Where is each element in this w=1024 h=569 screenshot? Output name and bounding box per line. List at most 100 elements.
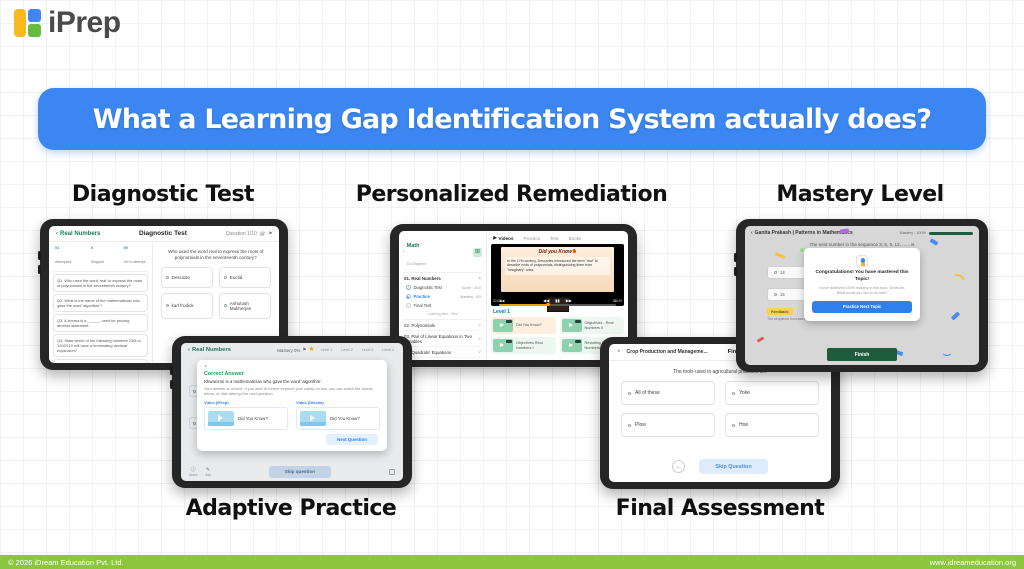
- question-list-item[interactable]: Q2. What is the name of the mathematicia…: [53, 294, 148, 312]
- tab-books[interactable]: Books: [569, 236, 582, 241]
- slide-text: In the 17th century, Descartes introduce…: [505, 257, 610, 275]
- option-label: Yoke: [739, 390, 750, 396]
- chapter-label: 02. Polynomials: [404, 322, 435, 328]
- previous-question-button[interactable]: ←: [672, 460, 686, 473]
- video-player[interactable]: Did you Know In the 17th century, Descar…: [491, 244, 624, 312]
- step-label: Diagnostic Test: [413, 285, 442, 290]
- grid-view-icon[interactable]: ⊞: [473, 247, 482, 257]
- tab-label: Practice: [523, 235, 541, 241]
- answer-option[interactable]: Hoe: [725, 413, 819, 437]
- radio-icon: [193, 389, 196, 393]
- practice-next-topic-button[interactable]: Practice Next Topic: [812, 300, 912, 313]
- option-label: All of these: [635, 390, 660, 396]
- tab-level-2[interactable]: Level 2: [341, 348, 353, 352]
- video-card[interactable]: Objectives Real Numbers I: [491, 337, 556, 354]
- banner: What a Learning Gap Identification Syste…: [38, 88, 986, 150]
- about-button[interactable]: ⓘ About: [189, 466, 197, 477]
- back-button[interactable]: ‹ Ganita Prakash | Patterns in Mathemati…: [751, 230, 853, 236]
- tab-level-3[interactable]: Level 3: [361, 348, 374, 352]
- answer-option[interactable]: karl frodick: [160, 292, 213, 319]
- question-list-item[interactable]: Q4. State which of the following numbers…: [53, 334, 148, 357]
- tab-level-1[interactable]: Level 1: [320, 348, 333, 352]
- mastery-tablet: ‹ Ganita Prakash | Patterns in Mathemati…: [734, 219, 988, 372]
- video-source-label: Video (Diksha): [296, 399, 324, 405]
- question-list-item[interactable]: Q5. Which of the following is a prime nu…: [53, 359, 148, 363]
- answer-option[interactable]: Euclid: [218, 266, 271, 288]
- chapter-item-open[interactable]: 01. Real Numbers ∧: [403, 273, 482, 283]
- pause-icon[interactable]: ▮▮: [555, 298, 560, 303]
- chevron-up-icon: ∧: [478, 276, 481, 280]
- diagnostic-header: ‹ Real Numbers Diagnostic Test Question …: [49, 226, 279, 242]
- filter-count: 01: [55, 246, 60, 250]
- back-button[interactable]: ‹ Real Numbers: [188, 347, 231, 353]
- answer-option[interactable]: All of these: [621, 381, 715, 405]
- duration-badge: [506, 340, 512, 343]
- tab-practice[interactable]: Practice: [524, 236, 541, 241]
- modal-title: Congratulations! You have mastered this …: [815, 270, 909, 282]
- video-card[interactable]: Did You Know?: [204, 406, 288, 430]
- video-card[interactable]: Objectives - Real Numbers II: [559, 317, 624, 334]
- filter-label: Attempted: [55, 260, 72, 264]
- answer-option[interactable]: Descarte: [160, 266, 213, 288]
- tab-test[interactable]: Test: [550, 236, 558, 241]
- close-icon[interactable]: ×: [204, 364, 208, 370]
- feedback-badge: Feedback: [767, 308, 793, 315]
- progress-bar[interactable]: [499, 303, 616, 306]
- answer-options: Descarte Euclid karl frodick Ashutosh Mu…: [159, 266, 274, 319]
- step-practice[interactable]: ▶ Practice Mastery : 0/5: [403, 292, 482, 301]
- back-icon[interactable]: ‹: [403, 249, 405, 255]
- skip-question-button[interactable]: Skip question: [268, 465, 331, 478]
- mastery-modal: Congratulations! You have mastered this …: [804, 248, 920, 321]
- list-icon[interactable]: ▤: [259, 230, 265, 237]
- close-icon[interactable]: ×: [617, 349, 621, 355]
- ask-button[interactable]: ✎ Ask: [205, 467, 210, 477]
- volume-button: [38, 251, 41, 260]
- fullscreen-icon[interactable]: ⊡: [613, 298, 616, 303]
- option-label: Hoe: [739, 422, 749, 428]
- rewind-icon[interactable]: ◀◀: [499, 298, 505, 303]
- confetti: [774, 252, 786, 259]
- tab-label: Videos: [498, 235, 514, 241]
- question-list-item[interactable]: Q1. Who used the word 'real' to express …: [53, 274, 148, 292]
- fullscreen-icon[interactable]: [388, 468, 395, 475]
- question-list-item[interactable]: Q3. A lemma is a ______ used for proving…: [53, 314, 148, 332]
- tab-label: Test: [550, 235, 559, 241]
- flag-icon[interactable]: ⚑: [267, 230, 272, 237]
- step-final-test[interactable]: ○ Final Test: [403, 301, 482, 310]
- banner-title: What a Learning Gap Identification Syste…: [92, 103, 932, 135]
- website-link[interactable]: www.idreameducation.org: [929, 557, 1016, 567]
- radio-icon: [165, 304, 169, 308]
- forward-icon[interactable]: ▶▶: [565, 298, 572, 303]
- check-icon: ✓: [406, 285, 411, 290]
- chapter-list: 02. Polynomials∨ 03. Pair of Linear Equa…: [403, 320, 482, 360]
- skip-question-button[interactable]: Skip Question: [699, 459, 768, 474]
- video-title: Did You Know?: [330, 415, 360, 421]
- label-final-assessment: Final Assessment: [615, 496, 825, 521]
- video-card[interactable]: Did You Know?: [491, 317, 556, 334]
- filter-attempted[interactable]: 01 Attempted: [55, 246, 71, 268]
- option-label: 14: [780, 270, 785, 275]
- step-diagnostic-test[interactable]: ✓ Diagnostic Test Score : 3/10: [403, 283, 482, 292]
- finish-button[interactable]: Finish: [827, 348, 897, 361]
- back-button[interactable]: ‹ Real Numbers: [56, 231, 100, 237]
- chapter-item[interactable]: 03. Pair of Linear Equations in Two Vari…: [403, 331, 482, 347]
- slide-title: Did you Know: [505, 248, 610, 255]
- filter-yet-to-attempt[interactable]: 09 Yet to attempt: [123, 246, 145, 268]
- chapter-item[interactable]: 05. Arithmetic Progressions∨: [403, 358, 482, 360]
- answer-option[interactable]: Yoke: [725, 381, 819, 405]
- video-card[interactable]: Did You Know?: [296, 406, 380, 430]
- video-thumbnail: [561, 319, 582, 332]
- answer-feedback-modal: × Correct Answer Khwarizmi is a mathemat…: [197, 360, 387, 451]
- chapter-item[interactable]: 02. Polynomials∨: [403, 320, 482, 331]
- previous-icon[interactable]: ◀◀: [543, 298, 550, 303]
- next-question-button[interactable]: Next Question: [326, 433, 378, 445]
- label-mastery-level: Mastery Level: [776, 182, 944, 207]
- play-icon: ▶: [493, 235, 497, 240]
- filter-skipped[interactable]: 0 Skipped: [91, 246, 104, 268]
- answer-option[interactable]: Plow: [621, 413, 715, 437]
- answer-option[interactable]: Ashutosh Mukherjee: [218, 292, 271, 319]
- tab-videos[interactable]: ▶Videos: [493, 235, 514, 241]
- diagnostic-tablet: ‹ Real Numbers Diagnostic Test Question …: [38, 219, 288, 370]
- tab-level-4[interactable]: Level 4: [382, 348, 394, 352]
- chapter-item[interactable]: 04. Quadratic Equations∨: [403, 347, 482, 358]
